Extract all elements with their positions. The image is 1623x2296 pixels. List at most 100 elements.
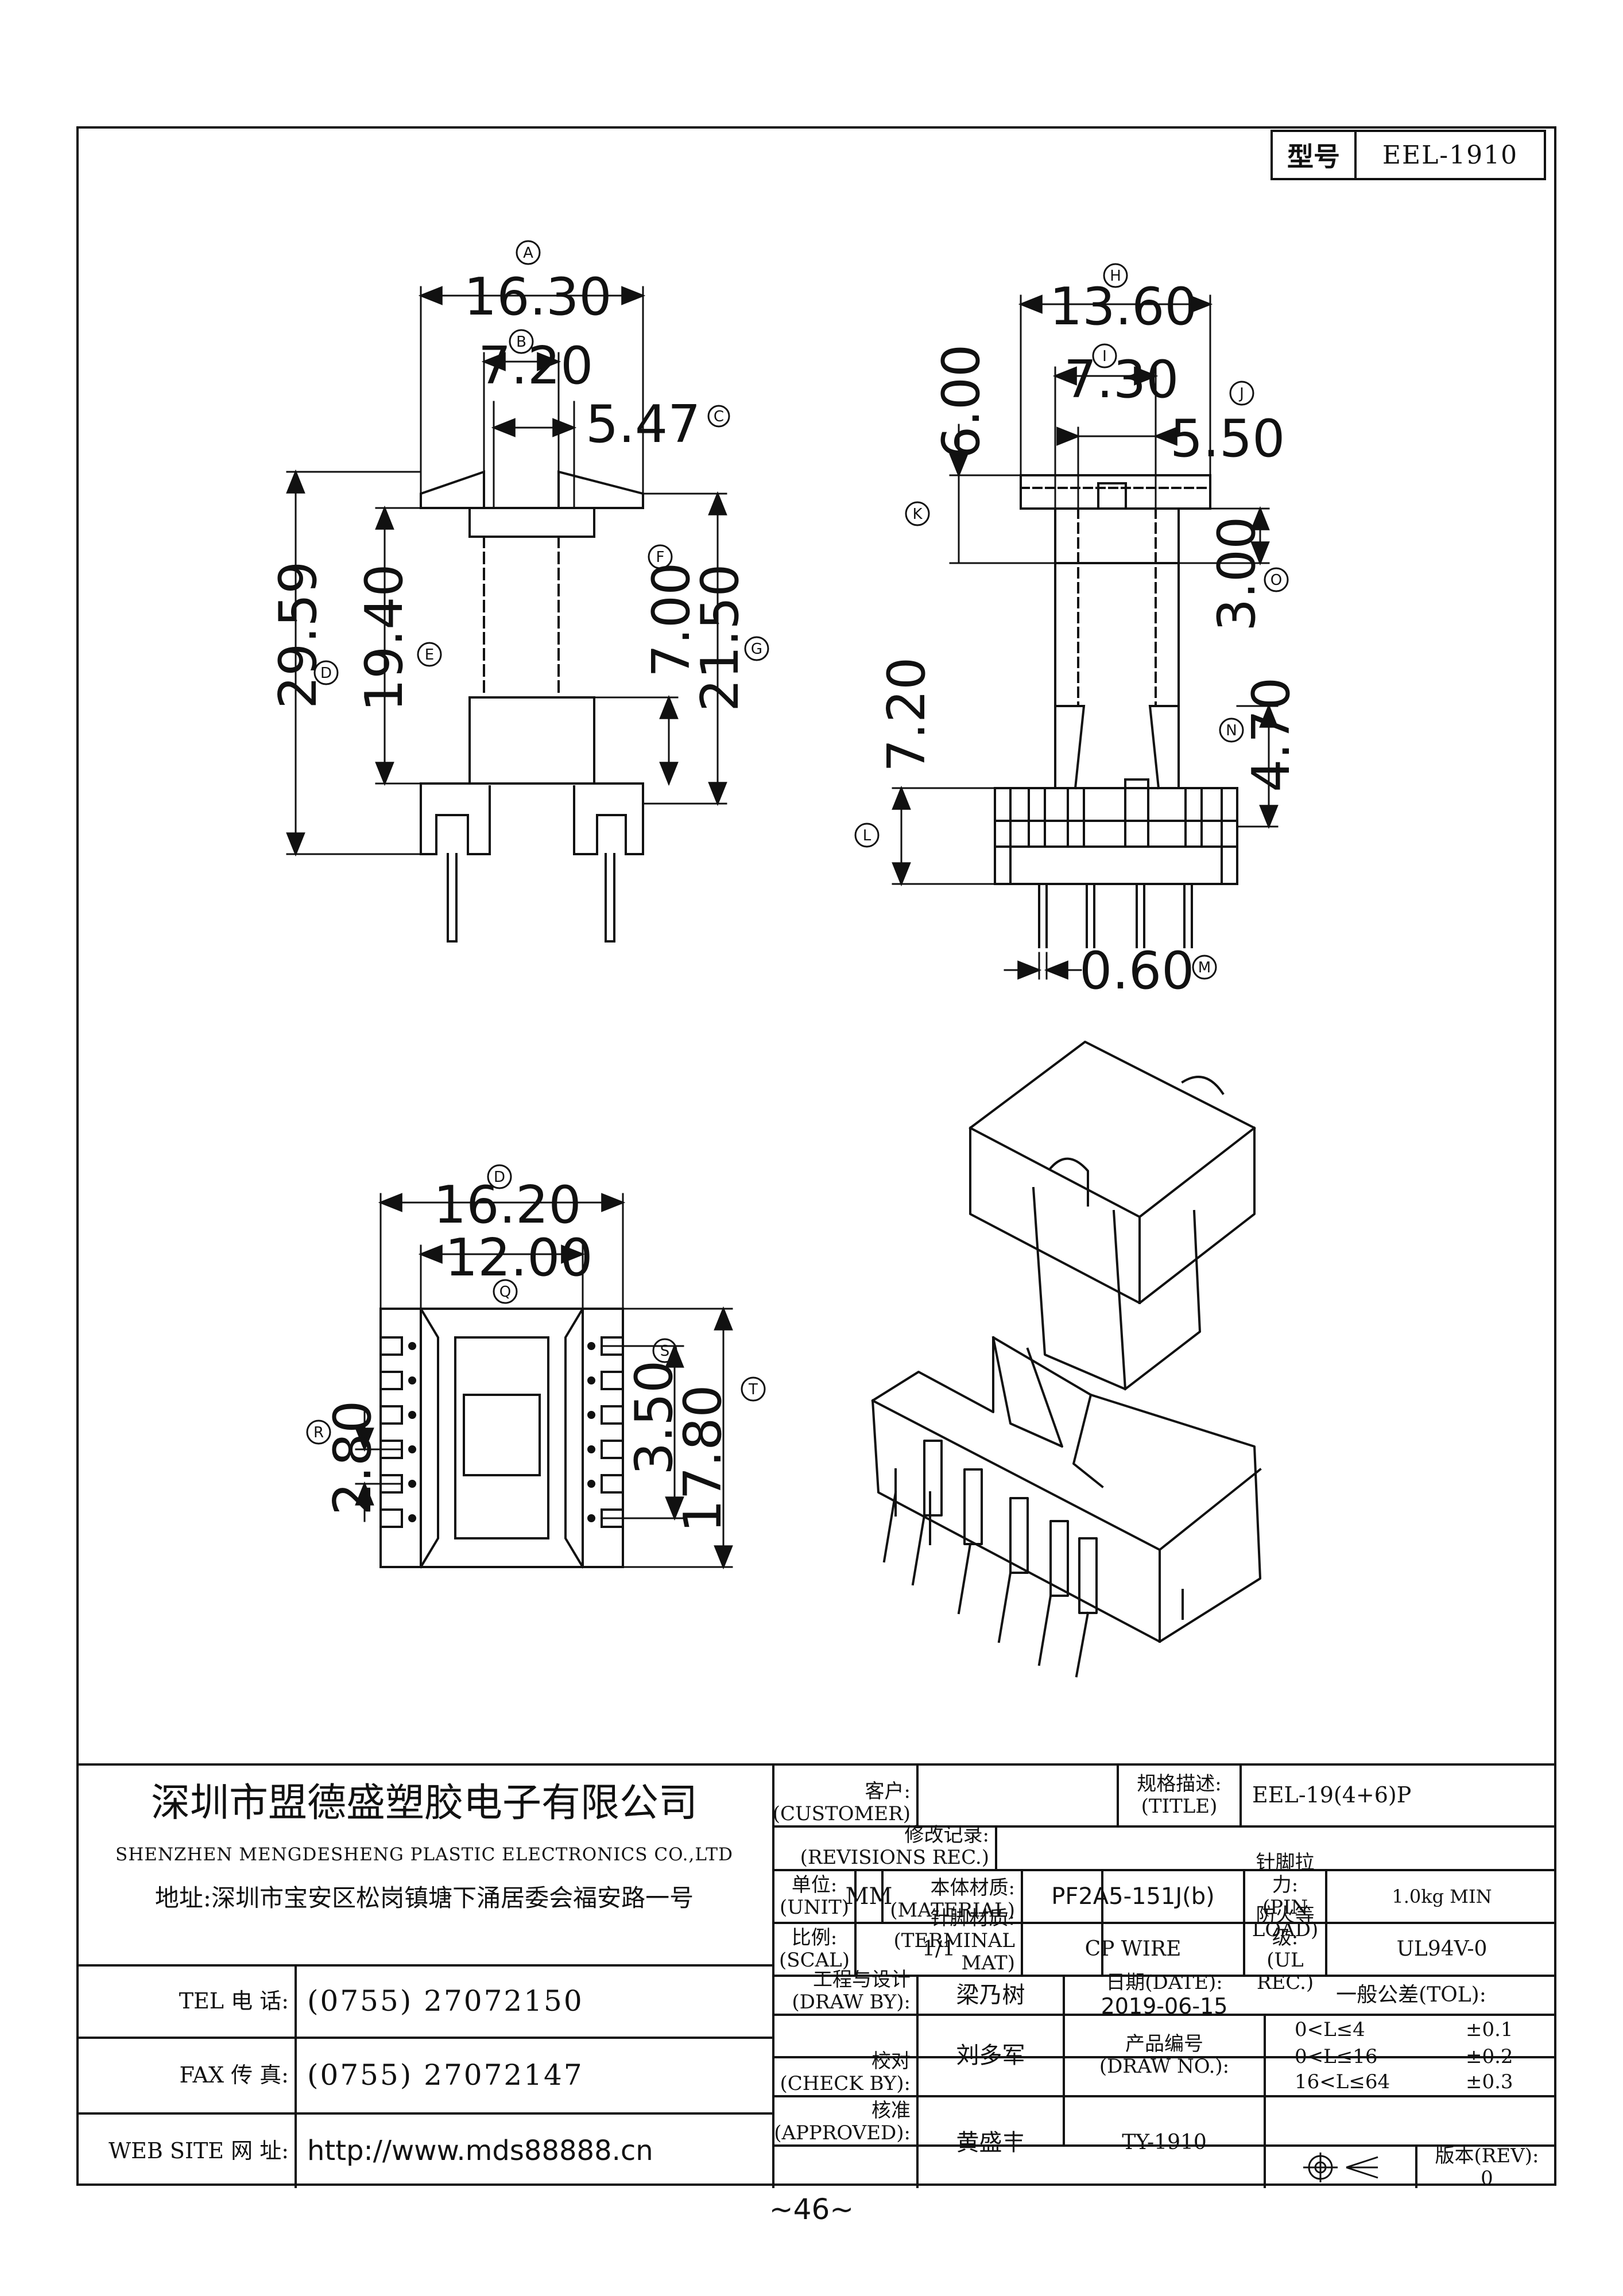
projection-symbol-icon	[1266, 2147, 1415, 2188]
check-by-value: 刘多军	[956, 2042, 1025, 2069]
company-name-en: SHENZHEN MENGDESHENG PLASTIC ELECTRONICS…	[115, 1844, 733, 1865]
tag-a: A	[523, 245, 533, 262]
front-view	[420, 470, 644, 943]
dim-k-text: 6.00	[931, 344, 991, 459]
drawing-frame	[76, 126, 1556, 2186]
tag-j: J	[1238, 385, 1244, 402]
revision-label: 版本(REV):	[1435, 2144, 1539, 2167]
title-label: 规格描述: (TITLE)	[1119, 1766, 1239, 1825]
ul-label: 防火等级: (UL REC.)	[1245, 1904, 1325, 1994]
date-cell: 日期(DATE): 2019-06-15	[1065, 1971, 1264, 2018]
revision-value: 0	[1481, 2167, 1493, 2190]
tag-q: Q	[499, 1283, 511, 1301]
dim-q-text: 12.00	[445, 1228, 593, 1288]
material-label-en: (MATERIAL)	[890, 1898, 1015, 1922]
dim-d2-text: 16.20	[433, 1175, 582, 1235]
draw-by-label-cn: 工程与设计	[813, 1968, 911, 1991]
unit-label-en: (UNIT)	[779, 1896, 850, 1919]
date-label: 日期(DATE):	[1106, 1971, 1223, 1994]
tag-letters: A B C D E F G H I J K O N L M D Q R S T	[313, 245, 1282, 1441]
web-link[interactable]: http://www.mds88888.cn	[307, 2135, 653, 2167]
scale-label: 比例: (SCAL)	[774, 1924, 854, 1975]
customer-label: 客户: (CUSTOMER)	[772, 1766, 916, 1825]
check-by-label-cn: 校对	[871, 2049, 911, 2073]
dim-g-text: 21.50	[690, 564, 750, 712]
date-value: 2019-06-15	[1101, 1993, 1228, 2019]
isometric-view	[871, 1041, 1262, 1678]
model-label: 型号	[1273, 132, 1357, 178]
tag-d: D	[320, 665, 332, 682]
dim-b-text: 7.20	[478, 336, 593, 396]
ul-label-cn: 防火等级:	[1256, 1903, 1315, 1949]
terminal-label-cn: 针脚材质:	[930, 1906, 1015, 1930]
tag-r: R	[313, 1424, 324, 1441]
tag-g: G	[751, 641, 762, 658]
tag-n: N	[1226, 722, 1237, 739]
scale-value: 1/1	[922, 1937, 955, 1961]
draw-by-label-en: (DRAW BY):	[792, 1990, 911, 2014]
tag-c: C	[714, 408, 724, 425]
dim-s-text: 3.50	[624, 1360, 684, 1475]
customer-label-cn: 客户:	[865, 1779, 911, 1803]
terminal-value: CP WIRE	[1084, 1937, 1182, 1961]
bottom-view	[379, 1307, 624, 1569]
draw-no-label-cn: 产品编号	[1125, 2032, 1203, 2055]
side-dimensions	[892, 294, 1279, 980]
draw-no-value: TY-1910	[1122, 2131, 1207, 2155]
tol-range-3: 16<L≤64	[1295, 2070, 1390, 2094]
title-label-cn: 规格描述:	[1137, 1772, 1222, 1795]
dim-t-text: 17.80	[673, 1384, 733, 1533]
terminal-label: 针脚材质: (TERMINAL MAT)	[884, 1907, 1021, 1975]
model-value: EEL-1910	[1382, 140, 1519, 170]
fax-value: (0755) 27072147	[307, 2058, 584, 2092]
dim-d-text: 29.59	[268, 561, 328, 709]
tag-l: L	[863, 827, 871, 844]
draw-no-label-en: (DRAW NO.):	[1099, 2055, 1230, 2078]
revisions-label-cn: 修改记录:	[904, 1823, 989, 1847]
unit-label: 单位: (UNIT)	[774, 1871, 854, 1922]
tag-f: F	[656, 549, 665, 566]
pin-load-value: 1.0kg MIN	[1392, 1885, 1492, 1907]
fax-label: FAX 传 真:	[179, 2062, 289, 2088]
dim-l-text: 7.20	[877, 657, 937, 772]
material-label: 本体材质: (MATERIAL)	[884, 1871, 1021, 1922]
dim-i-text: 7.30	[1064, 350, 1179, 410]
approved-value: 黄盛丰	[956, 2130, 1025, 2156]
ul-value: UL94V-0	[1396, 1937, 1488, 1961]
dimension-texts: 16.30 7.20 5.47 29.59 19.40 7.00 21.50 1…	[268, 267, 1302, 1533]
tag-e: E	[425, 646, 434, 664]
check-by-label-en: (CHECK BY):	[780, 2072, 911, 2095]
pin-load-label-en: (PIN LOAD)	[1252, 1896, 1319, 1942]
tol-value-2: ±0.2	[1466, 2045, 1513, 2069]
dim-r-text: 2.80	[323, 1401, 383, 1515]
dim-a-text: 16.30	[464, 267, 612, 327]
approved-label-cn: 核准	[871, 2099, 911, 2122]
page-number: ~46~	[769, 2193, 854, 2226]
dim-m-text: 0.60	[1079, 941, 1194, 1001]
unit-label-cn: 单位:	[791, 1873, 838, 1896]
customer-label-en: (CUSTOMER)	[772, 1802, 911, 1825]
tol-value-1: ±0.1	[1466, 2018, 1513, 2042]
tag-o: O	[1270, 572, 1282, 589]
draw-no-label: 产品编号 (DRAW NO.):	[1065, 2016, 1264, 2095]
unit-value: MM	[845, 1883, 893, 1910]
tel-label: TEL 电 话:	[179, 1988, 289, 2014]
side-view	[994, 474, 1238, 948]
dim-e-text: 19.40	[354, 564, 415, 712]
company-address: 地址:深圳市宝安区松岗镇塘下涌居委会福安路一号	[154, 1883, 694, 1912]
tag-h: H	[1110, 267, 1121, 285]
tag-k: K	[912, 506, 923, 523]
tag-d2: D	[494, 1169, 505, 1186]
ul-label-en: (UL REC.)	[1256, 1949, 1314, 1995]
dim-o-text: 3.00	[1207, 517, 1267, 631]
tag-s: S	[660, 1343, 670, 1360]
draw-by-value: 梁乃树	[956, 1982, 1025, 2008]
model-number-box: 型号 EEL-1910	[1270, 130, 1546, 180]
revision-cell: 版本(REV): 0	[1417, 2144, 1556, 2190]
dim-c-text: 5.47	[586, 394, 700, 455]
company-name-cn: 深圳市盟德盛塑胶电子有限公司	[150, 1780, 698, 1826]
title-value: EEL-19(4+6)P	[1252, 1782, 1412, 1808]
web-label: WEB SITE 网 址:	[109, 2138, 289, 2164]
material-value: PF2A5-151J(b)	[1051, 1883, 1215, 1910]
